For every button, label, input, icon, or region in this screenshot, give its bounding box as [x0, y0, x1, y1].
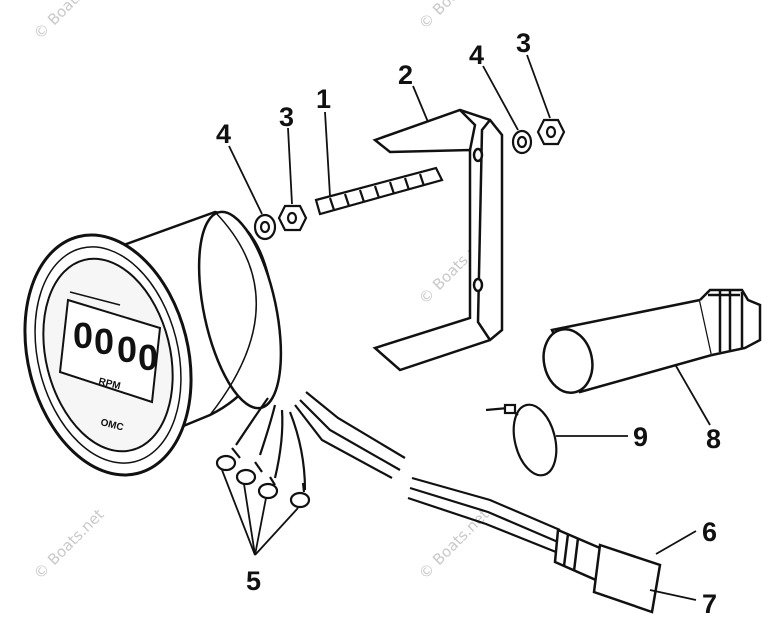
- callout-2: 2: [398, 60, 413, 90]
- ring-terminals: [215, 447, 311, 509]
- callout-9: 9: [633, 422, 648, 452]
- threaded-stud: [314, 166, 444, 216]
- nuts-and-washers: [253, 118, 566, 241]
- watermark: © Boats.net: [30, 505, 108, 583]
- callout-8: 8: [706, 424, 721, 454]
- callout-4-right: 4: [469, 40, 484, 70]
- callout-3-left: 3: [279, 102, 294, 132]
- tachometer-gauge: [23, 210, 283, 477]
- harness-connector: [553, 528, 662, 614]
- callout-4-left: 4: [216, 119, 231, 149]
- callout-1: 1: [316, 84, 331, 114]
- callout-numbers: 1 2 3 4 4 3 5 6 7 8 9: [216, 28, 721, 619]
- rubber-boot: [542, 288, 762, 394]
- rpm-label: RPM: [97, 376, 121, 392]
- leader-lines: [221, 54, 711, 601]
- gauge-wires: [235, 391, 406, 491]
- display-digit: 0: [117, 329, 137, 370]
- watermark: © Boats.net: [415, 0, 493, 33]
- callout-7: 7: [702, 589, 717, 619]
- digital-display: 0 0 0 0 RPM OMC: [73, 315, 158, 434]
- callout-3-right: 3: [516, 28, 531, 58]
- display-digit: 0: [138, 337, 158, 378]
- display-digit: 0: [73, 315, 93, 356]
- mounting-bracket: [372, 108, 504, 372]
- watermark: © Boats.net: [415, 505, 493, 583]
- watermark: © Boats.net: [30, 0, 108, 43]
- callout-6: 6: [702, 517, 717, 547]
- wiring-harness: [407, 476, 561, 554]
- display-digit: 0: [94, 321, 114, 362]
- omc-brand-label: OMC: [99, 417, 124, 433]
- tie-strap: [485, 403, 558, 477]
- callout-5: 5: [246, 566, 261, 596]
